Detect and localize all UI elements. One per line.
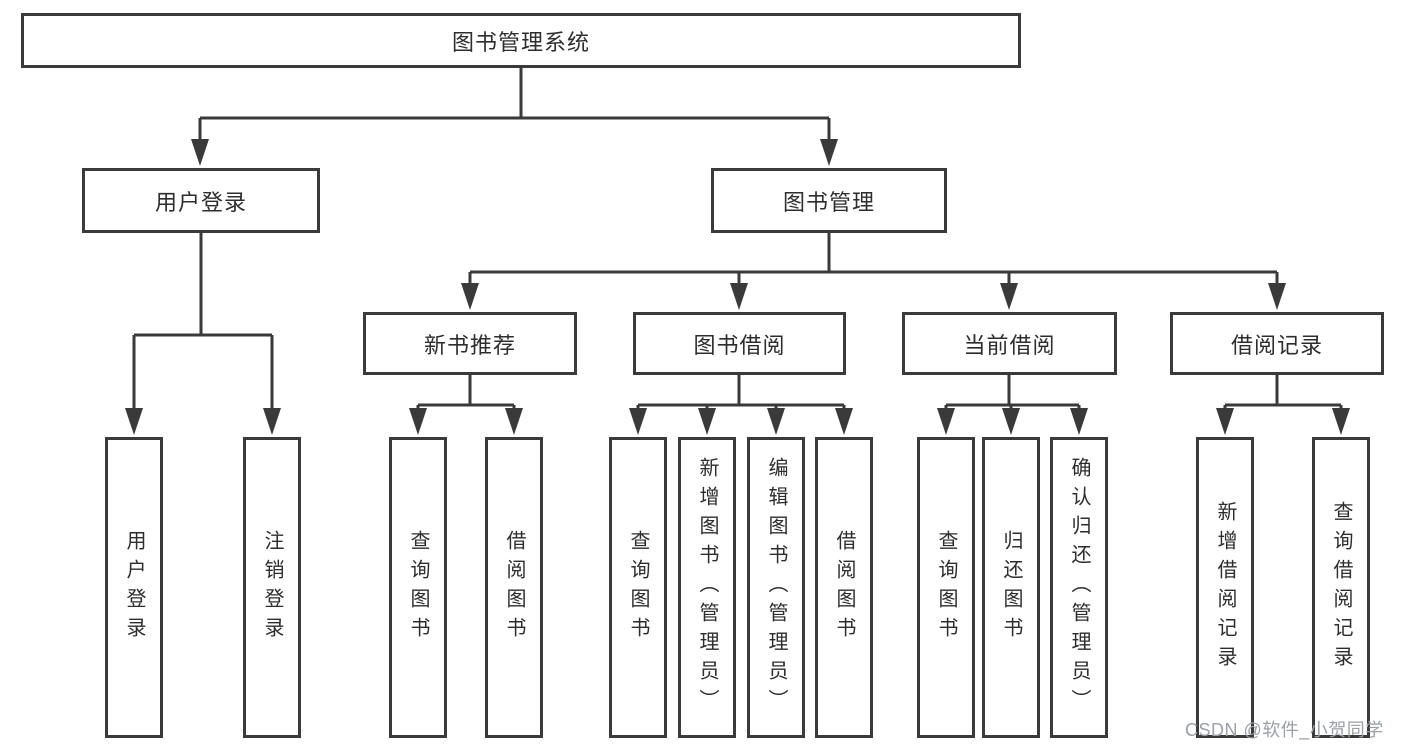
node-leaf-user-login-label: 用户登录	[123, 529, 145, 646]
node-book-management-system-label: 图书管理系统	[451, 29, 590, 55]
node-leaf-user-login: 用户登录	[105, 437, 163, 738]
node-book-borrowing-label: 图书借阅	[693, 332, 786, 358]
node-leaf-newbook-borrow-books: 借阅图书	[485, 437, 543, 738]
csdn-watermark: CSDN @软件_小贺同学	[1185, 720, 1384, 740]
node-leaf-borrowing-add-books-admin: 新增图书（管理员）	[678, 437, 736, 738]
node-leaf-newbook-query-books-label: 查询图书	[407, 529, 429, 646]
node-leaf-borrowing-edit-books-admin-label: 编辑图书（管理员）	[765, 457, 787, 718]
node-leaf-current-confirm-return-admin: 确认归还（管理员）	[1050, 437, 1108, 738]
node-leaf-records-add-record-label: 新增借阅记录	[1214, 500, 1236, 675]
node-leaf-logout-label: 注销登录	[261, 529, 283, 646]
node-book-management-system: 图书管理系统	[21, 13, 1021, 68]
node-leaf-current-return-books-label: 归还图书	[1000, 529, 1022, 646]
node-new-book-recommend-label: 新书推荐	[423, 332, 516, 358]
node-leaf-newbook-borrow-books-label: 借阅图书	[503, 529, 525, 646]
node-leaf-logout: 注销登录	[243, 437, 301, 738]
node-leaf-records-add-record: 新增借阅记录	[1196, 437, 1254, 738]
node-leaf-borrowing-edit-books-admin: 编辑图书（管理员）	[747, 437, 805, 738]
node-user-login-label: 用户登录	[154, 189, 247, 215]
node-leaf-current-query-books-label: 查询图书	[935, 529, 957, 646]
node-leaf-records-query-record: 查询借阅记录	[1312, 437, 1370, 738]
arrowheads	[125, 139, 1350, 435]
node-book-management: 图书管理	[711, 168, 947, 233]
node-leaf-newbook-query-books: 查询图书	[389, 437, 447, 738]
node-leaf-borrowing-query-books-label: 查询图书	[627, 529, 649, 646]
node-leaf-borrowing-query-books: 查询图书	[609, 437, 667, 738]
node-book-management-label: 图书管理	[782, 189, 875, 215]
node-leaf-borrowing-borrow-books: 借阅图书	[815, 437, 873, 738]
node-borrowing-records-label: 借阅记录	[1230, 332, 1323, 358]
node-leaf-current-query-books: 查询图书	[917, 437, 975, 738]
node-new-book-recommend: 新书推荐	[363, 312, 577, 375]
node-leaf-current-confirm-return-admin-label: 确认归还（管理员）	[1068, 457, 1090, 718]
node-leaf-borrowing-borrow-books-label: 借阅图书	[833, 529, 855, 646]
node-current-borrowing: 当前借阅	[902, 312, 1117, 375]
node-leaf-current-return-books: 归还图书	[982, 437, 1040, 738]
node-user-login: 用户登录	[82, 168, 320, 233]
node-leaf-records-query-record-label: 查询借阅记录	[1330, 500, 1352, 675]
node-borrowing-records: 借阅记录	[1170, 312, 1384, 375]
node-book-borrowing: 图书借阅	[633, 312, 846, 375]
node-leaf-borrowing-add-books-admin-label: 新增图书（管理员）	[696, 457, 718, 718]
node-current-borrowing-label: 当前借阅	[963, 332, 1056, 358]
